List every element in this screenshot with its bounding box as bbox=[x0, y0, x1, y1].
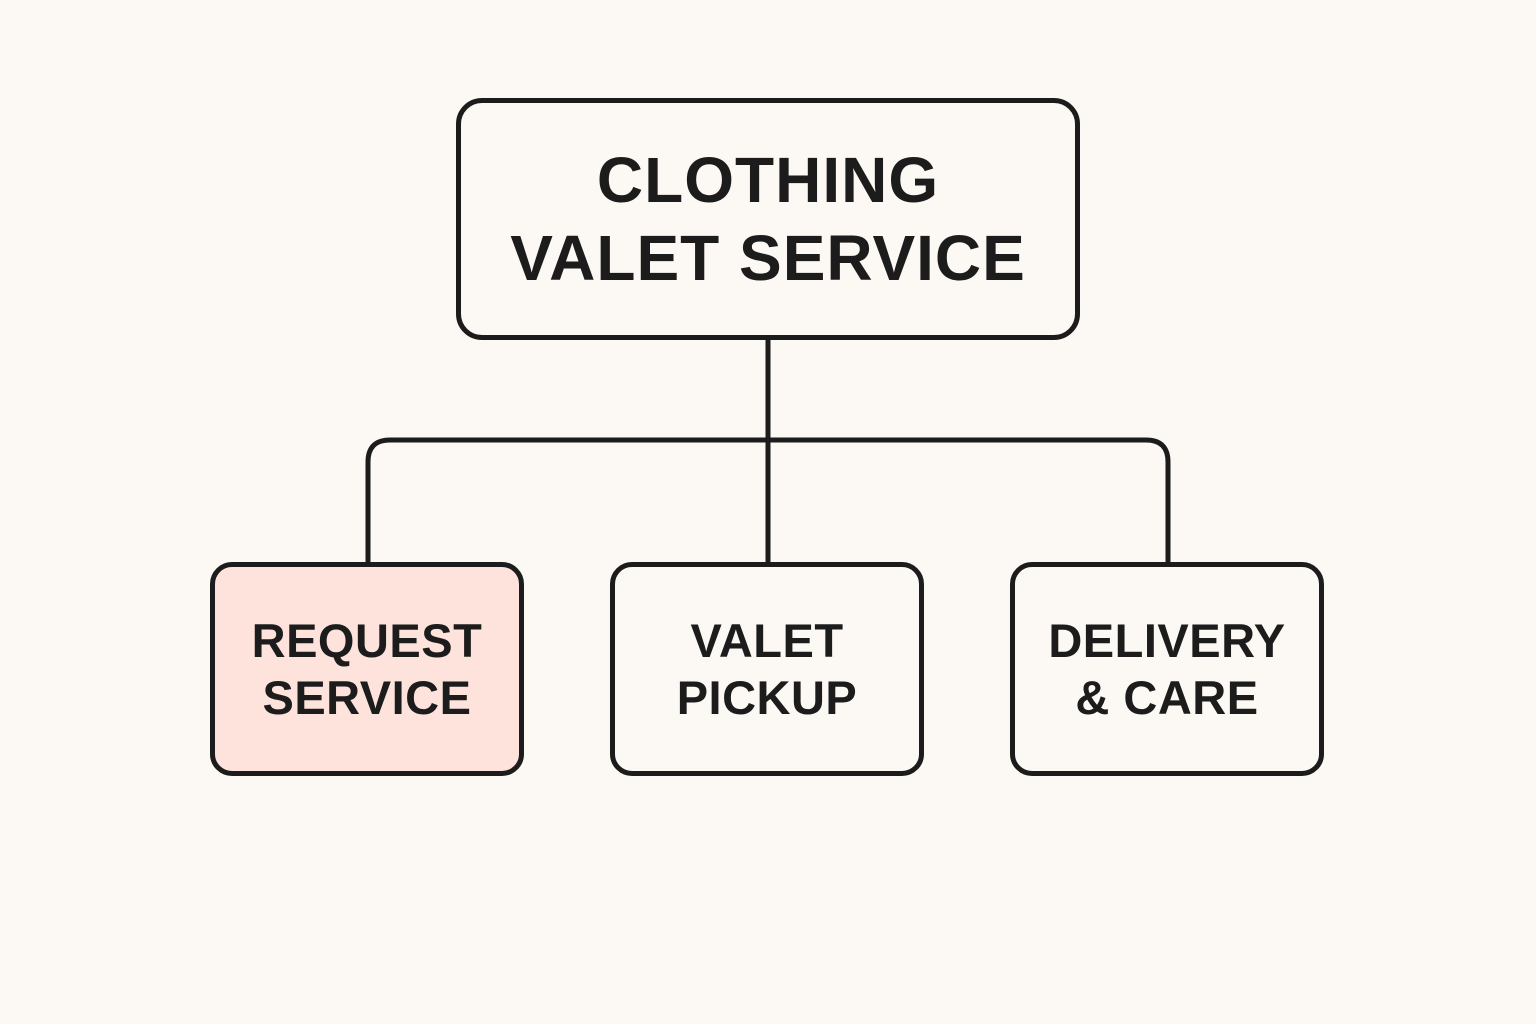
connector-branch bbox=[365, 437, 1171, 565]
child-node-label: VALET PICKUP bbox=[676, 614, 858, 724]
child-node-valet-pickup: VALET PICKUP bbox=[610, 562, 924, 776]
child-node-label: DELIVERY & CARE bbox=[1048, 614, 1286, 724]
root-node-clothing-valet-service: CLOTHING VALET SERVICE bbox=[456, 98, 1080, 340]
child-node-label: REQUEST SERVICE bbox=[251, 614, 483, 724]
root-node-label: CLOTHING VALET SERVICE bbox=[510, 144, 1026, 294]
child-node-delivery-care: DELIVERY & CARE bbox=[1010, 562, 1324, 776]
child-node-request-service: REQUEST SERVICE bbox=[210, 562, 524, 776]
